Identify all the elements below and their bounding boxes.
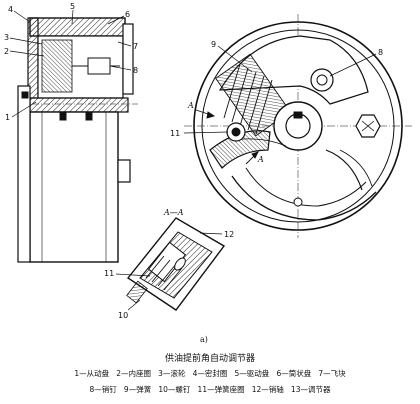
section-mark-a-upper: A (187, 101, 194, 110)
side-section-view (17, 17, 140, 263)
callout-5: 5 (70, 2, 75, 11)
callout-6: 6 (125, 10, 130, 19)
legend-line-1: 1—从动盘 2—内座圈 3—滚轮 4—密封圈 5—驱动盘 6—筒状盘 7—飞块 (74, 369, 346, 378)
legend-line-2: 8—销钉 9—弹簧 10—螺钉 11—弹簧座圈 12—销轴 13—调节器 (89, 385, 331, 394)
callout-1: 1 (5, 113, 10, 122)
callout-8: 8 (133, 66, 138, 75)
section-arrows (195, 109, 259, 165)
callout-11: 11 (170, 129, 180, 138)
callout-12: 12 (224, 230, 234, 239)
section-mark-a-lower: A (257, 155, 264, 164)
callout-11-section: 11 (104, 269, 114, 278)
front-view-leaders (183, 45, 377, 134)
callout-10: 10 (118, 311, 128, 320)
spring-9 (215, 53, 291, 137)
side-view-leaders (9, 9, 132, 118)
callout-3: 3 (4, 33, 9, 42)
section-aa-detail (126, 217, 226, 311)
subfigure-label: a) (200, 335, 208, 344)
callout-7: 7 (133, 42, 138, 51)
section-aa-leaders (115, 232, 223, 311)
figure-title: 供油提前角自动调节器 (164, 354, 255, 364)
callout-9: 9 (211, 40, 216, 49)
section-aa-label: A—A (163, 208, 184, 217)
callout-4: 4 (8, 5, 13, 14)
front-view (184, 14, 412, 238)
callout-8-front: 8 (378, 48, 383, 57)
callout-2: 2 (4, 47, 9, 56)
